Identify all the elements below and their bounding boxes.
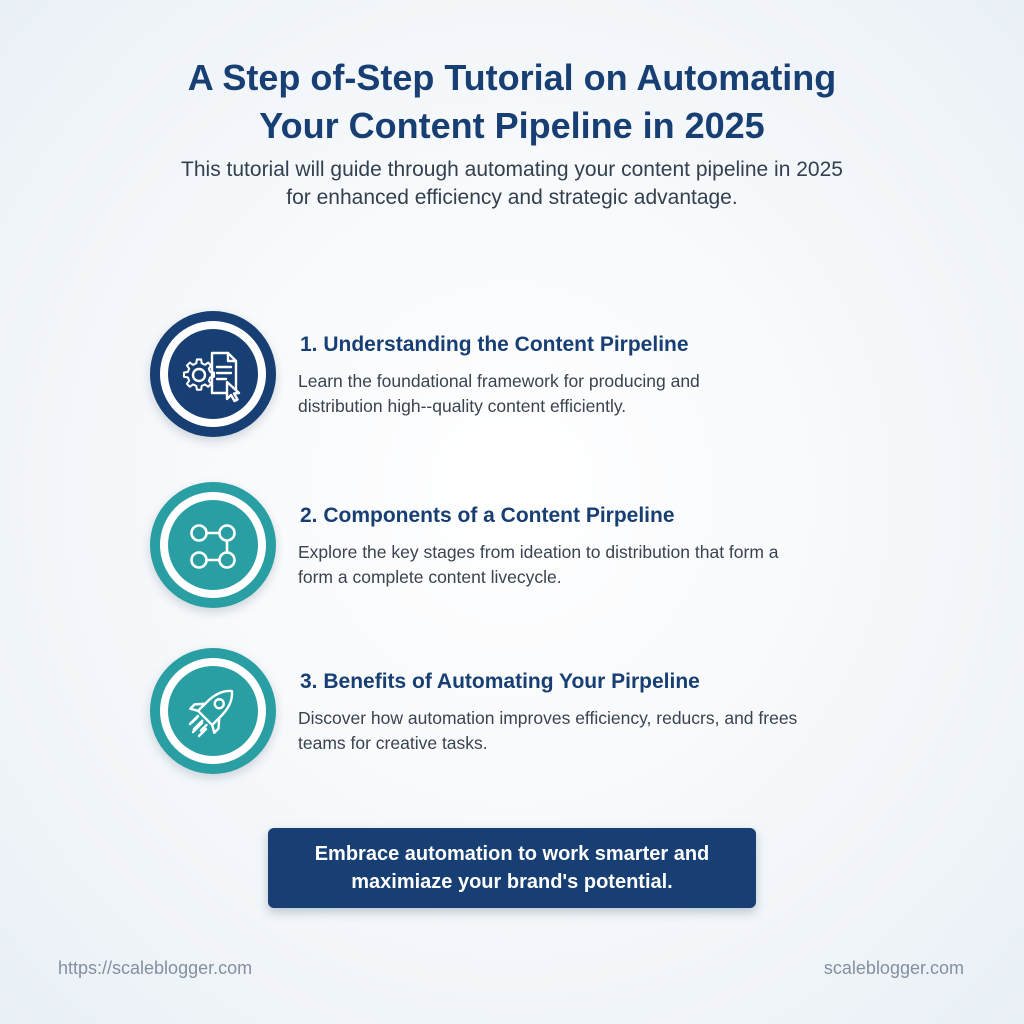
step-2-title: 2. Components of a Content Pirpeline <box>300 504 675 527</box>
page-title-line-2: Your Content Pipeline in 2025 <box>259 105 765 146</box>
page-title-line-1: A Step of-Step Tutorial on Automating <box>187 57 837 98</box>
step-3: 3. Benefits of Automating Your Pirpeline… <box>150 648 880 774</box>
page-subtitle-line-2: for enhanced efficiency and strategic ad… <box>286 186 738 209</box>
step-1-badge <box>150 311 276 437</box>
step-1-description-line-1: Learn the foundational framework for pro… <box>298 371 700 391</box>
step-1-description-line-2: distribution high--quality content effic… <box>298 396 627 416</box>
step-1: 1. Understanding the Content Pirpeline L… <box>150 311 880 437</box>
step-1-description: Learn the foundational framework for pro… <box>298 369 878 419</box>
step-3-description-line-1: Discover how automation improves efficie… <box>298 708 798 728</box>
step-3-title: 3. Benefits of Automating Your Pirpeline <box>300 670 700 693</box>
step-3-description-line-2: teams for creative tasks. <box>298 733 488 753</box>
gear-document-cursor-icon <box>182 351 241 403</box>
cta-line-1: Embrace automation to work smarter and <box>314 843 710 865</box>
step-2-badge-core <box>168 500 258 590</box>
page-subtitle: This tutorial will guide through automat… <box>0 156 1024 212</box>
footer-url: https://scaleblogger.com <box>58 958 253 978</box>
page-title: A Step of-Step Tutorial on Automating Yo… <box>0 54 1024 150</box>
cta-banner: Embrace automation to work smarter and m… <box>268 828 756 908</box>
step-3-badge <box>150 648 276 774</box>
page-subtitle-line-1: This tutorial will guide through automat… <box>181 158 843 181</box>
step-2-description-line-1: Explore the key stages from ideation to … <box>298 542 779 562</box>
step-2-badge <box>150 482 276 608</box>
rocket-icon <box>188 689 234 738</box>
step-3-badge-core <box>168 666 258 756</box>
step-1-title: 1. Understanding the Content Pirpeline <box>300 333 689 356</box>
step-2: 2. Components of a Content Pirpeline Exp… <box>150 482 880 608</box>
step-2-description-line-2: form a complete content livecycle. <box>298 567 562 587</box>
cta-line-2: maximiaze your brand's potential. <box>351 871 673 893</box>
footer-site-name: scaleblogger.com <box>823 958 964 978</box>
workflow-nodes-icon <box>190 524 236 569</box>
step-3-description: Discover how automation improves efficie… <box>298 706 878 756</box>
step-2-description: Explore the key stages from ideation to … <box>298 540 878 590</box>
